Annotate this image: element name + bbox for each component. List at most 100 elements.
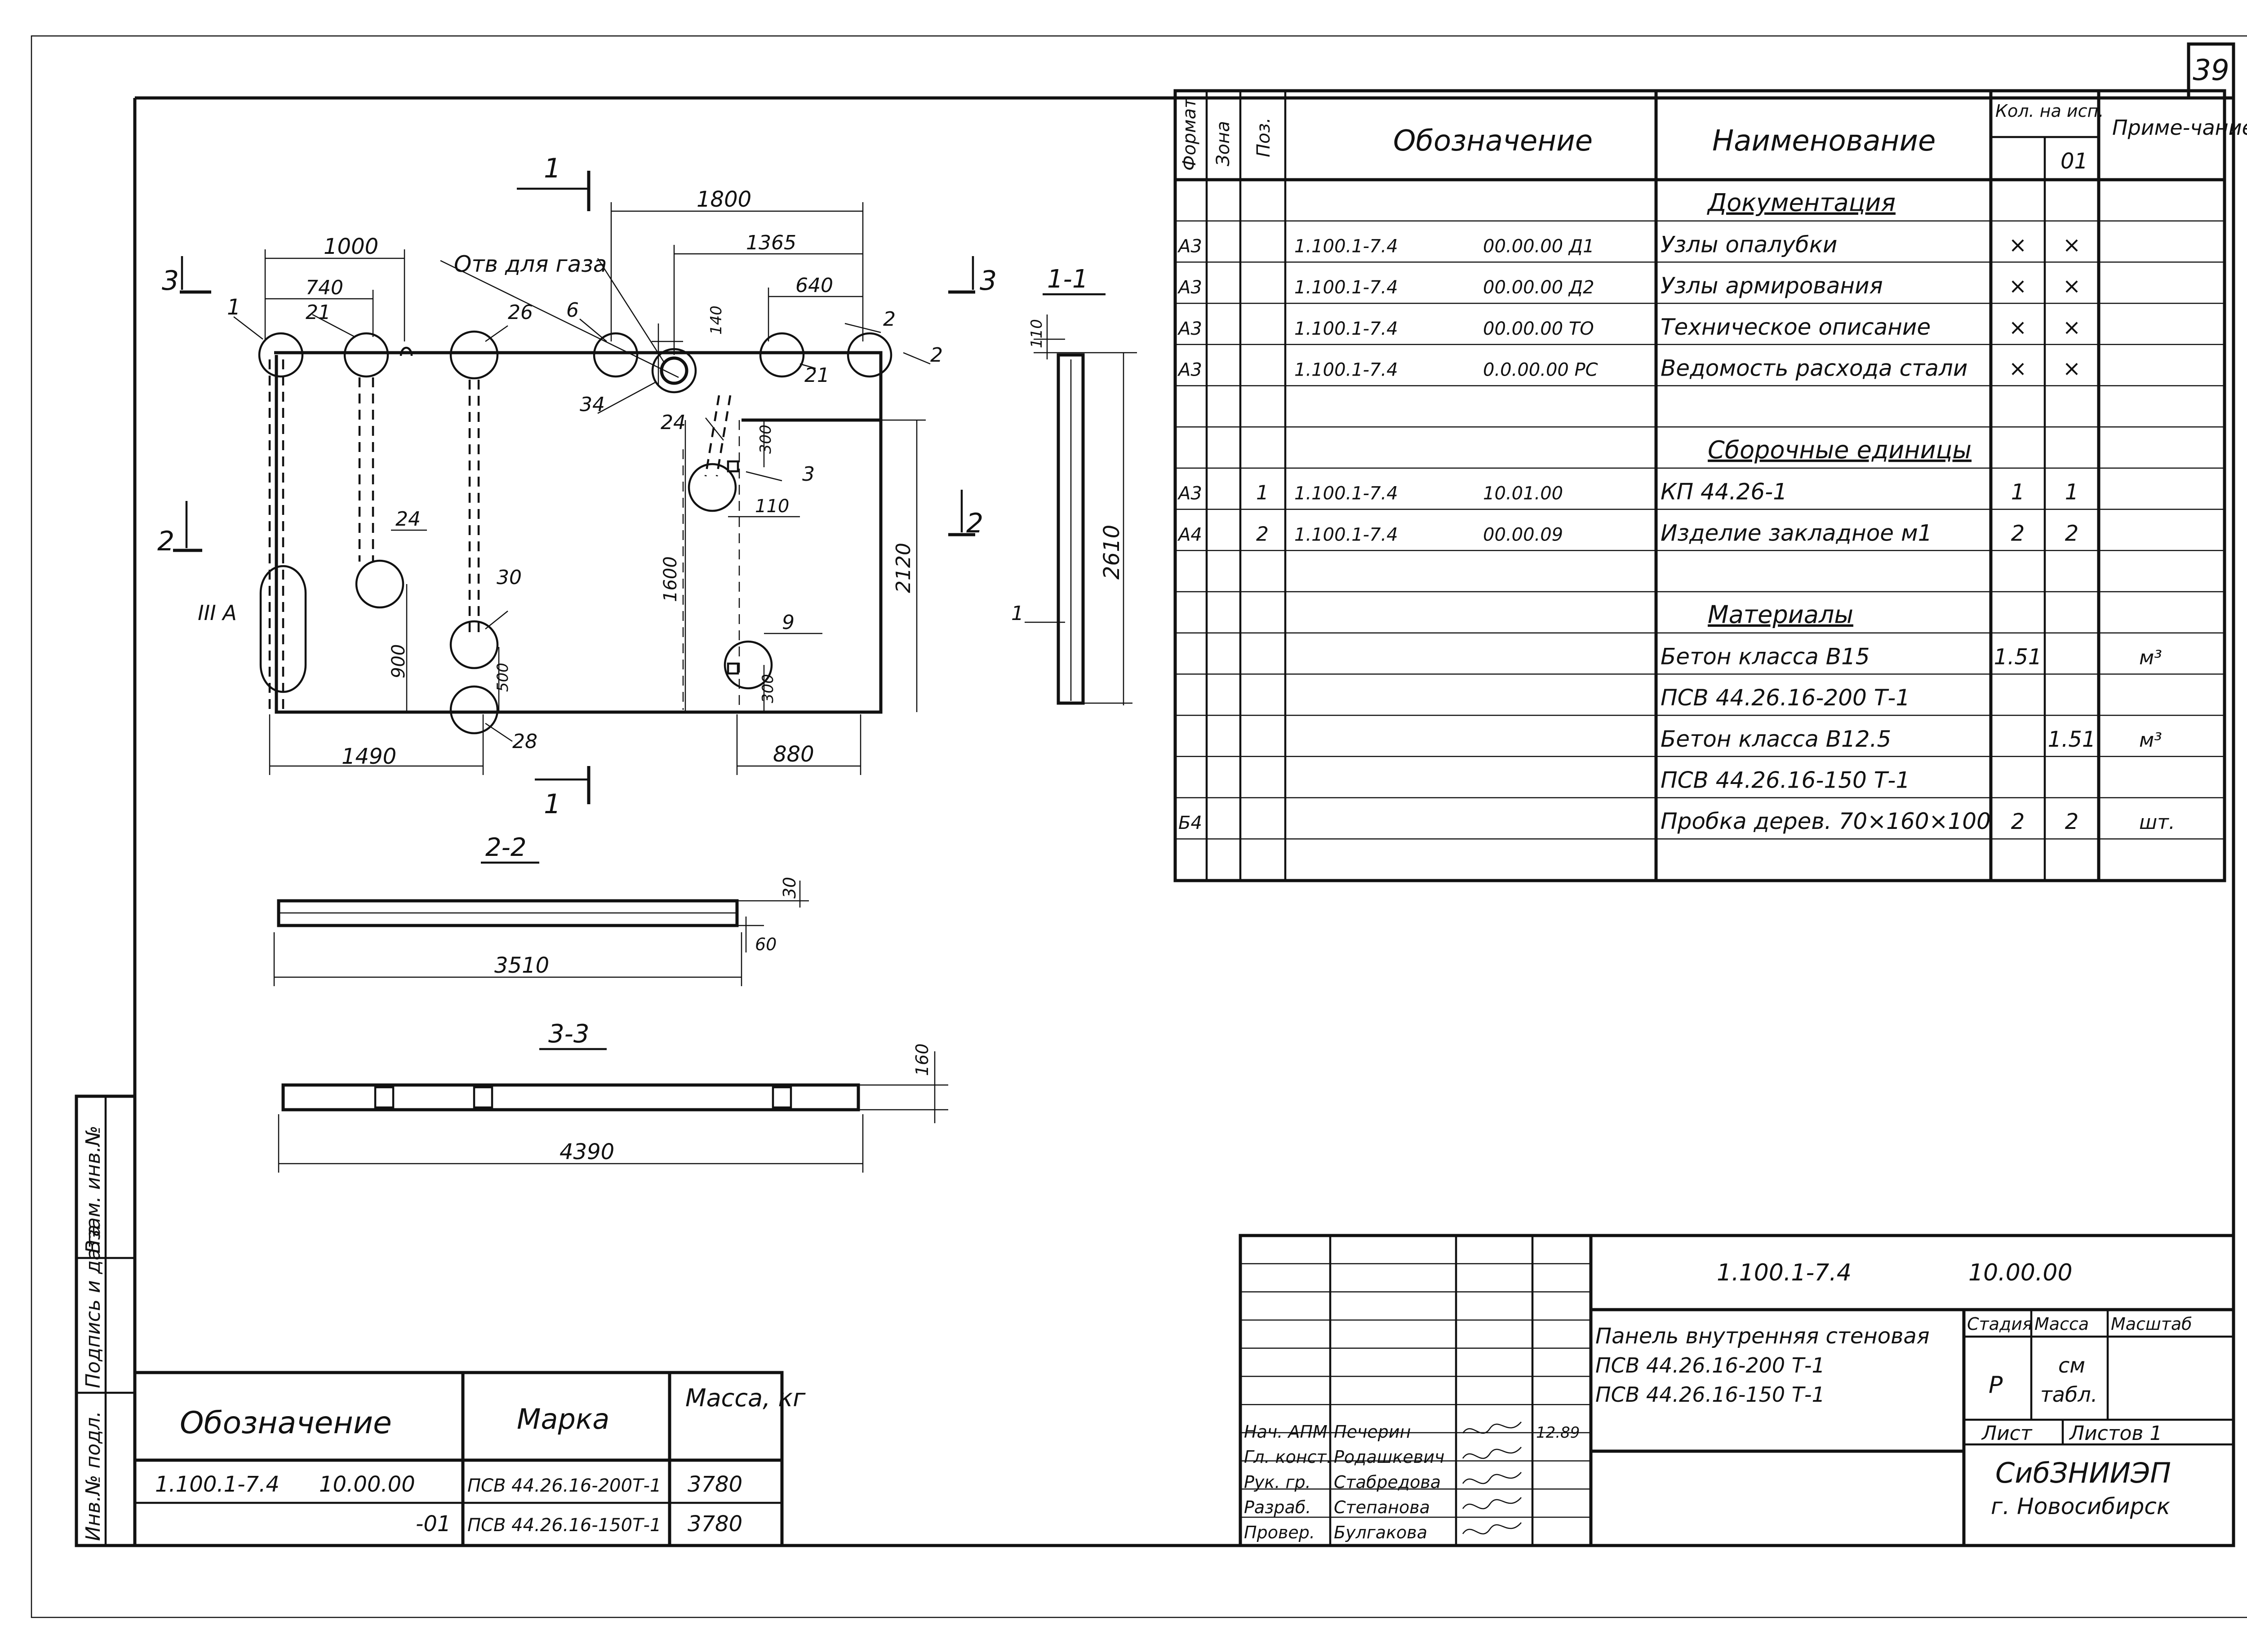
spec-cell-code: 1.100.1-7.4 [1294,236,1398,257]
spec-header-pos: Поз. [1253,117,1274,157]
spec-header-designation: Обозначение [1393,124,1593,158]
section-1-1-title: 1-1 [1047,265,1088,294]
spec-cell-note: м³ [2139,729,2162,752]
loop-circle [343,332,389,378]
signature-scribble [1462,1522,1522,1535]
variant-sub: 10.00.00 [319,1472,415,1497]
side-stamp: Инв.№ подл. Подпись и дата Взам. инв.№ [75,1094,137,1547]
dim-740: 740 [306,276,343,299]
cut-1-bottom: 1 [544,788,561,820]
spec-cell-qty: × [2009,356,2027,381]
gas-hole [660,356,688,385]
spec-cell-qty-01: × [2063,315,2081,340]
spec-cell-format: A4 [1177,524,1202,545]
trim-frame [31,35,2247,1618]
org-name: СибЗНИИЭП [1995,1457,2171,1489]
spec-cell-format: A3 [1177,360,1202,381]
section-1-1-pos: 1 [1011,602,1024,625]
dim-500: 500 [494,663,512,692]
spec-cell-sub: 00.00.09 [1483,524,1563,545]
spec-cell-qty: 1 [2011,480,2025,505]
pos-24: 24 [395,508,421,531]
spec-cell-name: Документация [1707,189,1896,217]
socket-circle [449,685,499,735]
pos-6: 6 [566,299,579,322]
spec-cell-name: Пробка дерев. 70×160×100 [1661,808,1991,834]
small-loop [400,346,413,356]
spec-cell-name: Ведомость расхода стали [1661,355,1967,381]
socket-circle [724,640,773,690]
title-block-code: 1.100.1-7.4 [1717,1259,1852,1286]
cut-2-right: 2 [966,508,983,539]
specification-table: Формат Зона Поз. Обозначение Наименовани… [1173,89,2247,882]
dim-880: 880 [773,742,814,767]
spec-cell-code: 1.100.1-7.4 [1294,277,1398,298]
stage-header: Стадия [1967,1314,2033,1334]
variant-mass: 3780 [688,1472,742,1497]
stamp-role: Нач. АПМ [1244,1422,1328,1442]
spec-cell-sub: 10.01.00 [1483,483,1563,504]
dim-110: 110 [755,496,789,517]
spec-cell-name: Изделие закладное м1 [1661,520,1932,546]
loop-circle [449,330,499,380]
spec-cell-sub: 00.00.00 ТО [1483,319,1594,339]
pos-26: 26 [508,301,533,324]
socket-circle [355,559,404,609]
pos-21: 21 [306,301,331,324]
title-line-1: Панель внутренняя стеновая [1595,1324,1930,1349]
variants-header-mass: Масса, кг [685,1384,806,1412]
panel-top-edge [274,351,883,420]
spec-cell-qty: 1.51 [1994,644,2042,669]
spec-cell-qty: × [2009,274,2027,299]
spec-cell-name: Узлы опалубки [1661,231,1837,257]
pos-2: 2 [883,308,896,331]
section-1-1-dim-2610: 2610 [1099,525,1124,580]
dim-300-bottom: 300 [759,674,777,703]
pos-1: 1 [227,295,241,320]
spec-cell-sub: 00.00.00 Д1 [1483,236,1594,257]
spec-cell-format: A3 [1177,483,1202,504]
title-line-3: ПСВ 44.26.16-150 Т-1 [1595,1382,1825,1407]
sheet-number: 39 [2193,54,2229,87]
dim-1000: 1000 [324,234,378,259]
section-1-1: 1-1 110 2610 1 [1011,265,1137,705]
dim-640: 640 [795,274,833,297]
spec-cell-qty: 2 [2011,521,2025,546]
section-3-3-title: 3-3 [548,1019,589,1049]
signature-scribble [1462,1422,1522,1434]
stamp-name: Печерин [1334,1422,1411,1442]
dim-900: 900 [388,644,409,678]
spec-header-note: Приме-чание [2112,115,2247,140]
spec-cell-code: 1.100.1-7.4 [1294,483,1398,504]
mass-header: Масса [2034,1314,2089,1334]
section-2-2-dim-3510: 3510 [494,953,549,978]
sheets-label: Листов 1 [2069,1422,2162,1445]
scale-header: Масштаб [2111,1314,2192,1334]
spec-cell-name: Бетон класса В12.5 [1661,726,1891,752]
gas-hole-label: Отв для газа [454,251,607,277]
side-stamp-sign: Подпись и дата [82,1225,105,1388]
spec-cell-sub: 0.0.00.00 РС [1483,360,1598,381]
spec-cell-qty-01: 1 [2065,480,2079,505]
spec-cell-qty-01: 2 [2065,809,2079,834]
lifting-loop-circle [847,332,893,378]
spec-cell-name: ПСВ 44.26.16-200 Т-1 [1661,685,1910,711]
title-block: 1.100.1-7.4 10.00.00 Панель внутренняя с… [1239,1234,2235,1547]
panel-elevation: Отв для газа 1000 740 1800 1365 640 140 … [157,153,997,820]
side-stamp-replace: Взам. инв.№ [82,1125,105,1253]
spec-header-qty-sub: 01 [2060,149,2088,174]
section-2-2-dim-60: 60 [755,935,777,954]
stamp-name: Стабредова [1334,1472,1441,1492]
spec-cell-name: КП 44.26-1 [1661,479,1787,505]
spec-cell-note: шт. [2139,811,2175,834]
dim-140: 140 [707,306,725,335]
title-line-2: ПСВ 44.26.16-200 Т-1 [1595,1353,1825,1377]
section-3-3-dim-160: 160 [912,1043,932,1076]
socket-circle [688,463,737,512]
signature-scribble [1462,1472,1522,1484]
pos-2-right: 2 [930,344,943,367]
cut-3-left: 3 [162,265,179,297]
pos-21-right: 21 [804,364,830,387]
spec-cell-qty: 2 [2011,809,2025,834]
dim-1800: 1800 [697,187,751,212]
